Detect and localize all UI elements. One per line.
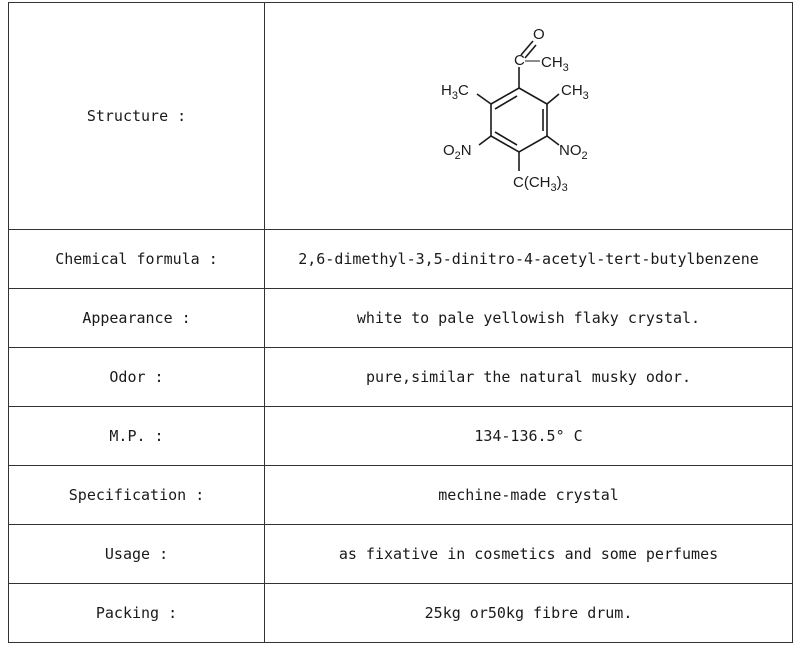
tert-butyl-label: C(CH3)3 [513, 174, 568, 194]
melting-point-value: 134-136.5° C [264, 406, 793, 466]
benzene-ring [489, 87, 548, 153]
structure-label: Structure : [8, 2, 265, 230]
table-row-appearance: Appearance : white to pale yellowish fla… [8, 288, 793, 348]
chemical-structure-diagram: O C — CH3 H3C CH3 O2N NO2 C(CH3)3 [441, 26, 589, 194]
appearance-label: Appearance : [8, 288, 265, 348]
usage-label: Usage : [8, 524, 265, 584]
odor-label: Odor : [8, 347, 265, 407]
appearance-value: white to pale yellowish flaky crystal. [264, 288, 793, 348]
table-row-chemical-formula: Chemical formula : 2,6-dimethyl-3,5-dini… [8, 229, 793, 289]
chemical-formula-label: Chemical formula : [8, 229, 265, 289]
odor-value: pure,similar the natural musky odor. [264, 347, 793, 407]
carbonyl-oxygen-label: O [533, 26, 545, 43]
acetyl-methyl-label: CH3 [541, 54, 569, 74]
left-methyl-label: H3C [441, 82, 469, 102]
table-row-packing: Packing : 25kg or50kg fibre drum. [8, 583, 793, 643]
acetyl-bond-label: — [525, 52, 540, 69]
packing-label: Packing : [8, 583, 265, 643]
specification-table: Structure : [8, 2, 793, 643]
melting-point-label: M.P. : [8, 406, 265, 466]
chemical-formula-value: 2,6-dimethyl-3,5-dinitro-4-acetyl-tert-b… [264, 229, 793, 289]
table-row-specification: Specification : mechine-made crystal [8, 465, 793, 525]
specification-label: Specification : [8, 465, 265, 525]
specification-value: mechine-made crystal [264, 465, 793, 525]
table-row-odor: Odor : pure,similar the natural musky od… [8, 347, 793, 407]
packing-value: 25kg or50kg fibre drum. [264, 583, 793, 643]
usage-value: as fixative in cosmetics and some perfum… [264, 524, 793, 584]
table-row-melting-point: M.P. : 134-136.5° C [8, 406, 793, 466]
right-nitro-label: NO2 [559, 142, 588, 162]
table-row-structure: Structure : [8, 2, 793, 230]
acetyl-carbon-label: C [514, 52, 525, 69]
right-methyl-label: CH3 [561, 82, 589, 102]
structure-cell: O C — CH3 H3C CH3 O2N NO2 C(CH3)3 [264, 2, 793, 230]
table-row-usage: Usage : as fixative in cosmetics and som… [8, 524, 793, 584]
left-nitro-label: O2N [443, 142, 472, 162]
